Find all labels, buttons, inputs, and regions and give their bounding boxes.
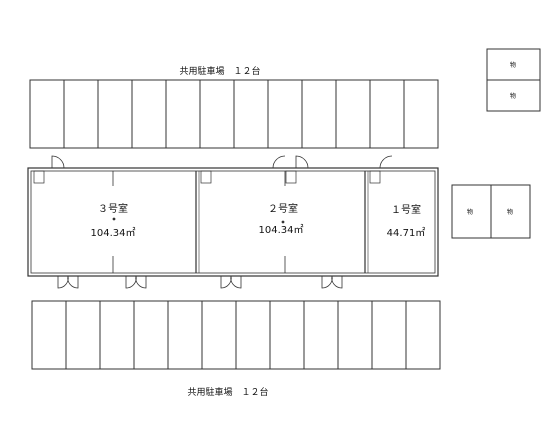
room-2-area: 104.34㎡ (259, 224, 304, 236)
storage-right-label-2: 物 (507, 208, 513, 216)
parking-top-label: 共用駐車場 １２台 (179, 65, 260, 77)
parking-bottom-label: 共用駐車場 １２台 (187, 386, 268, 398)
parking-top (29, 79, 439, 149)
room-3-area: 104.34㎡ (91, 227, 136, 239)
room-3-name: ３号室 (98, 202, 128, 215)
storage-top-label-1: 物 (510, 61, 516, 69)
building (27, 167, 439, 277)
parking-top-dividers (63, 80, 405, 148)
doors-top (51, 155, 393, 169)
storage-right-label-1: 物 (467, 208, 473, 216)
storage-top-label-2: 物 (510, 92, 516, 100)
storage-top: 物 物 (486, 48, 541, 112)
doors-bottom (57, 275, 343, 289)
parking-bottom-dividers (65, 301, 407, 369)
room-1-area: 44.71㎡ (387, 227, 426, 239)
room-2-name: ２号室 (268, 202, 298, 215)
parking-bottom (31, 300, 441, 370)
storage-right: 物 物 (451, 184, 531, 239)
room-1-name: １号室 (391, 203, 421, 216)
